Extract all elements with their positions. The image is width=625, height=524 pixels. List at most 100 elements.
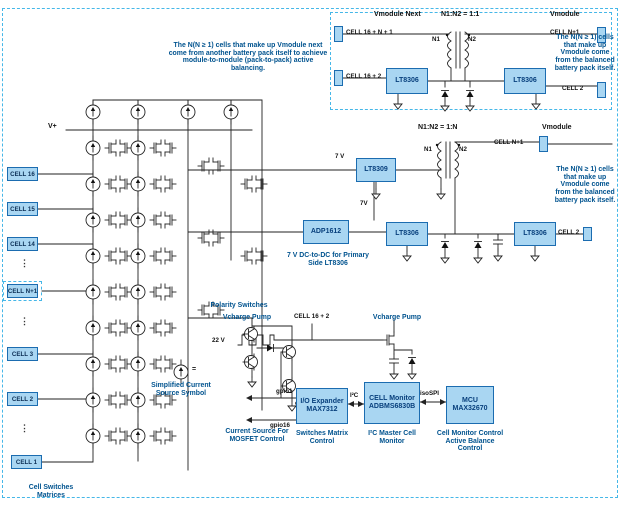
charge-pump-mosfet-icon [382,331,395,349]
current-source-mosfet-caption: Current Source For MOSFET Control [225,428,289,443]
cell-16-n-1-label: CELL 16 + N + 1 [346,29,393,36]
mosfet-pair-icon [150,176,176,192]
mid-section-wires [348,141,613,252]
polarity-switch-transistor-icon [242,325,258,343]
ground-icon [436,188,446,200]
cell-monitor-part: ADBMS6830B [368,403,416,410]
voltage-22v-label: 22 V [212,337,225,344]
isospi-label: isoSPI [420,390,439,397]
cell-2-mid-symbol [583,227,592,241]
current-source-icon [85,423,101,449]
mosfet-pair-icon [241,248,267,264]
gpio1-arrowhead [246,395,252,401]
vmodule-mid-label: Vmodule [542,124,572,131]
diode-icon [441,82,449,102]
cell-n1: CELL N+1 [7,284,38,298]
chip-lt8306-mid-left: LT8306 [386,222,428,246]
simplified-current-source-caption: Simplified Current Source Symbol [151,382,211,397]
ground-icon [389,368,399,380]
chip-adp1612: ADP1612 [303,220,349,244]
cell-16-2-label: CELL 16 + 2 [346,73,382,80]
io-expander-name: I/O Expander [300,398,344,406]
ground-icon [402,250,412,262]
gpio1-label: gpio1 [276,388,293,395]
n2-mid-label: N2 [459,146,467,153]
current-source-icon [130,171,146,197]
transformer-1to1-icon [445,31,471,69]
v-plus-label: V+ [48,123,57,130]
turns-ratio-1to1-label: N1:N2 = 1:1 [441,11,480,18]
chip-lt8306-mid-right: LT8306 [514,222,556,246]
cell-n1-next-label: CELL N+1 [550,29,580,36]
cell-monitor-name: CELL Monitor [369,395,415,403]
current-source-icon [130,351,146,377]
control-section-wires [251,317,413,402]
current-source-icon [130,135,146,161]
current-source-icon [130,207,146,233]
cell-ellipsis: ⋮ [20,316,29,326]
n2-top-label: N2 [468,36,476,43]
mosfet-pair-icon [105,140,131,156]
mosfet-pair-icon [105,284,131,300]
block-mcu: MCU MAX32670 [446,386,494,424]
mosfet-pair-icon [105,176,131,192]
pack-to-pack-note: The N(N ≥ 1) cells that make up Vmodule … [168,42,328,73]
isospi-arrowhead-left [420,399,426,405]
io-expander-caption: Switches Matrix Control [295,430,349,445]
current-source-icon [130,99,146,125]
chip-lt8306-top-left: LT8306 [386,68,428,94]
vmodule-next-cells-note: The N(N ≥ 1) cells that make up Vmodule … [554,34,616,72]
i2c-label: I²C [350,392,359,399]
current-source-icon [85,243,101,269]
n1-mid-label: N1 [424,146,432,153]
mosfet-pair-icon [105,248,131,264]
outer-module-dashed-boundary [2,8,618,498]
ground-icon [440,252,450,264]
ground-icon [371,188,381,200]
cell-n1-mid-label: CELL N+1 [494,139,524,146]
isospi-arrowhead-right [440,399,446,405]
mcu-part: MAX32670 [452,405,488,412]
current-source-icon [85,387,101,413]
cell-n1-dashed-boundary [3,281,42,301]
vcharge-pump-left-label: Vcharge Pump [222,314,272,321]
current-source-icon [130,387,146,413]
chip-lt8306-top-right: LT8306 [504,68,546,94]
mosfet-pair-icon [150,284,176,300]
cell-16-2-wave-label: CELL 16 + 2 [294,313,330,320]
ground-icon [440,100,450,112]
chip-lt8309: LT8309 [356,158,396,182]
current-source-icon [85,315,101,341]
polarity-switches-label: Polarity Switches [210,302,268,309]
cell-16-2-symbol [334,70,343,86]
ground-icon [407,368,417,380]
current-source-transistor-icon [280,343,296,361]
mosfet-pair-icon [105,320,131,336]
i2c-arrowhead-right [358,401,364,407]
n1-top-label: N1 [432,36,440,43]
turns-ratio-1toN-label: N1:N2 = 1:N [418,124,458,131]
mosfet-pair-icon [150,248,176,264]
cell-15: CELL 15 [7,202,38,216]
mosfet-pair-icon [198,158,224,174]
current-source-icon [85,351,101,377]
mcu-caption: Cell Monitor Control Active Balance Cont… [436,430,504,453]
bus-wires [251,397,447,421]
seven-volt-rail-label: 7V [360,200,368,207]
mosfet-pair-icon [150,212,176,228]
mosfet-pair-icon [150,428,176,444]
mosfet-pair-icon [150,356,176,372]
ground-icon [530,250,540,262]
cell-16: CELL 16 [7,167,38,181]
cell-ellipsis: ⋮ [20,258,29,268]
mosfet-pair-icon [105,212,131,228]
capacitor-icon [493,234,503,250]
current-source-icon [130,423,146,449]
cell-1: CELL 1 [11,455,42,469]
current-source-icon [85,279,101,305]
gpio16-label: gpio16 [270,422,290,429]
current-source-icon [85,171,101,197]
cell-switches-matrices-caption: Cell Switches Matrices [28,484,74,499]
vmodule-top-label: Vmodule [550,11,580,18]
diode-icon [441,233,449,253]
